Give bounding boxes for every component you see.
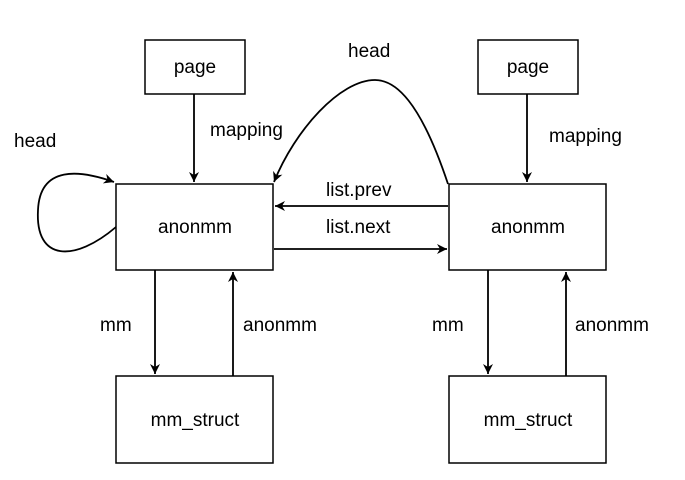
- edge-head-self: [37, 172, 117, 253]
- node-page-right-label: page: [507, 57, 549, 78]
- label-mapping-left: mapping: [210, 120, 283, 141]
- node-mm-struct-right-label: mm_struct: [484, 410, 573, 431]
- node-page-left: page: [144, 39, 246, 95]
- node-mm-struct-left: mm_struct: [115, 375, 274, 464]
- label-list-next: list.next: [326, 217, 391, 238]
- label-anonmm-back-right: anonmm: [575, 315, 649, 336]
- label-list-prev: list.prev: [326, 180, 392, 201]
- label-head-right: head: [348, 41, 390, 62]
- label-mapping-right: mapping: [549, 126, 622, 147]
- node-page-right: page: [477, 39, 579, 95]
- node-page-left-label: page: [174, 57, 216, 78]
- node-anonmm-left-label: anonmm: [158, 217, 232, 238]
- node-anonmm-left: anonmm: [115, 183, 274, 271]
- edge-head-right: [273, 79, 449, 185]
- label-anonmm-back-left: anonmm: [243, 315, 317, 336]
- label-mm-right: mm: [432, 315, 464, 336]
- node-mm-struct-left-label: mm_struct: [151, 410, 240, 431]
- label-head-self: head: [14, 131, 56, 152]
- label-mm-left: mm: [100, 315, 132, 336]
- node-anonmm-right: anonmm: [448, 183, 607, 271]
- node-anonmm-right-label: anonmm: [491, 217, 565, 238]
- node-mm-struct-right: mm_struct: [448, 375, 607, 464]
